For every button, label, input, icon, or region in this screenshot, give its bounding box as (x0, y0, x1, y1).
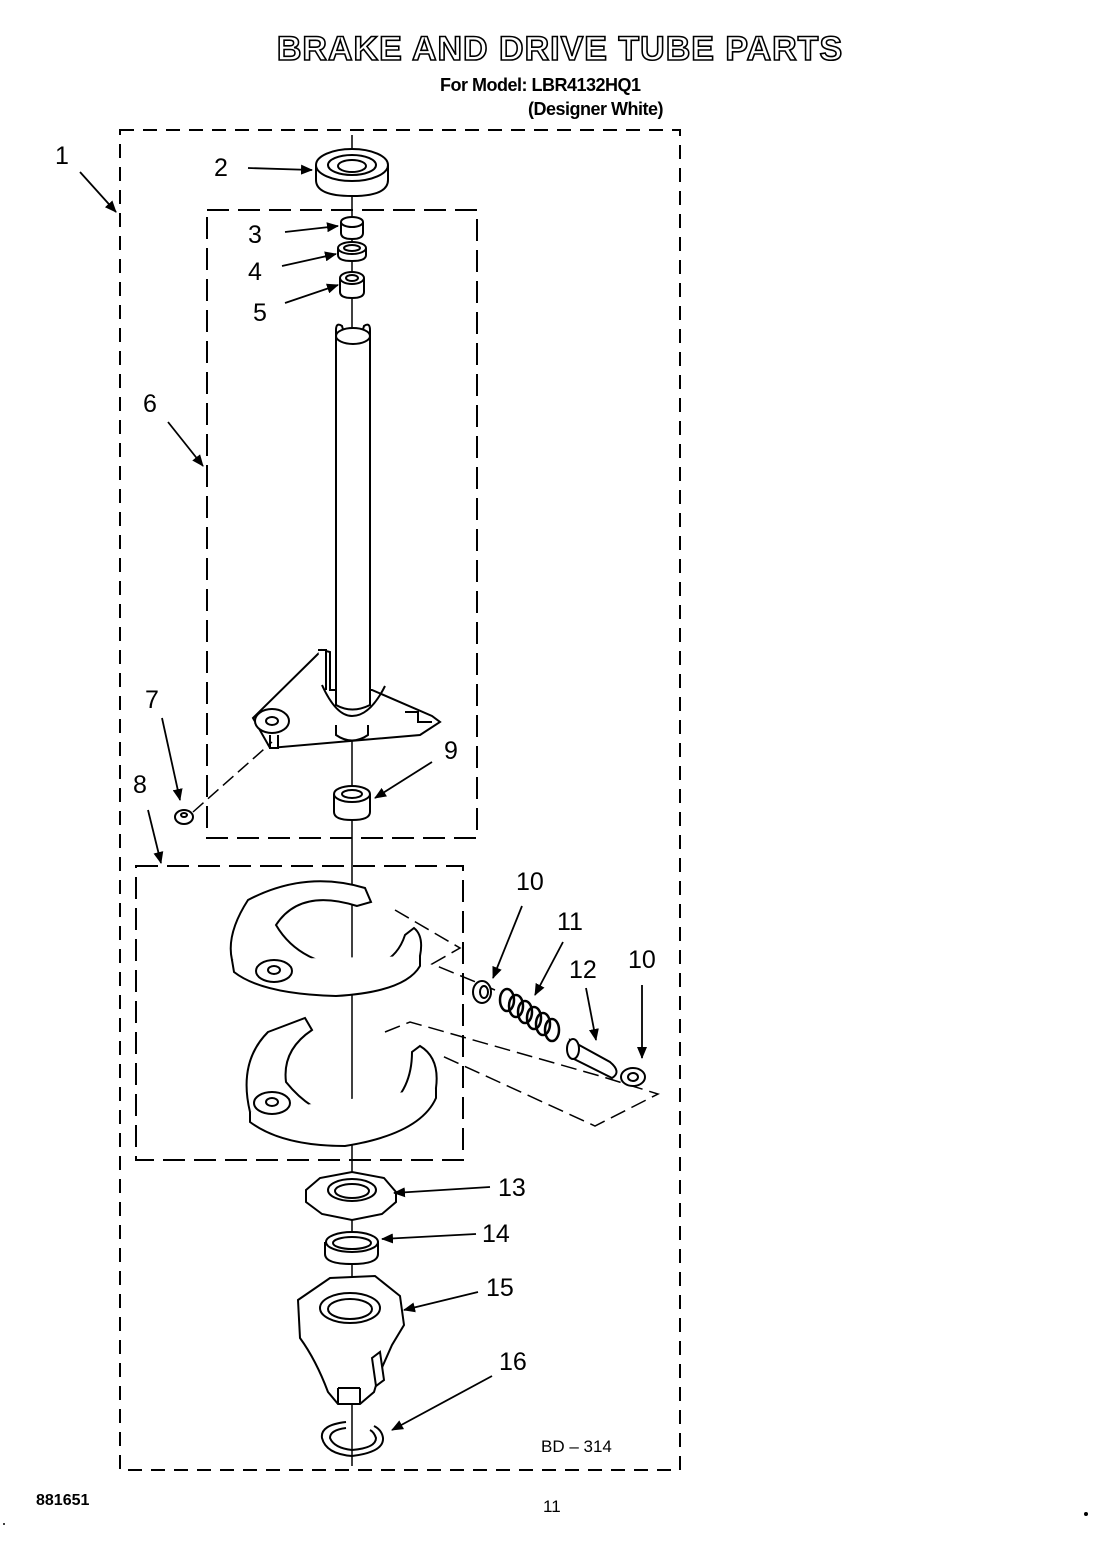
leader-2 (247, 164, 313, 175)
part-brake-shoe-upper (229, 880, 423, 998)
leader-11 (534, 941, 564, 996)
leader-3 (284, 222, 339, 233)
callout-5: 5 (253, 299, 267, 327)
callout-16: 16 (499, 1348, 527, 1376)
leader-6 (167, 421, 204, 467)
leader-1 (79, 171, 117, 213)
callout-2: 2 (214, 154, 228, 182)
part-bearing-3 (340, 216, 364, 241)
callout-10b: 10 (628, 946, 656, 974)
leader-4 (281, 251, 337, 267)
part-spring (498, 987, 561, 1043)
leader-7 (161, 717, 183, 801)
brake-shoe-guide-line-top (394, 909, 496, 991)
part-bearing-5 (339, 271, 365, 300)
part-brake-shoe-lower (245, 1016, 438, 1148)
leader-12 (585, 987, 599, 1041)
callout-6: 6 (143, 390, 157, 418)
part-seal (315, 148, 389, 198)
callout-10a: 10 (516, 868, 544, 896)
callout-11: 11 (557, 908, 583, 936)
model-color: (Designer White) (528, 99, 664, 119)
callout-1: 1 (55, 142, 69, 170)
page-number: 11 (543, 1497, 561, 1516)
assembly-box-outer (119, 129, 681, 1471)
callout-9: 9 (444, 737, 458, 765)
callout-4: 4 (248, 258, 262, 286)
leader-8 (147, 809, 164, 864)
assembly-box-drive-tube (206, 209, 478, 839)
diagram-code: BD – 314 (541, 1437, 612, 1456)
leader-16 (391, 1375, 493, 1431)
callout-7: 7 (145, 686, 159, 714)
part-drive-hub (296, 1274, 406, 1405)
callout-8: 8 (133, 771, 147, 799)
assembly-box-brake (135, 865, 464, 1161)
diagram-title: BRAKE AND DRIVE TUBE PARTS (276, 29, 844, 69)
leader-arrows (79, 164, 647, 1431)
callout-13: 13 (498, 1174, 526, 1202)
leader-5 (284, 283, 339, 304)
callout-12: 12 (569, 956, 597, 984)
part-pin (566, 1038, 618, 1080)
model-number: For Model: LBR4132HQ1 (440, 75, 641, 95)
nut-to-plate-line (192, 741, 273, 813)
part-flange (305, 1170, 397, 1222)
part-washer-10b (620, 1067, 646, 1087)
part-ring (324, 1231, 379, 1266)
leader-9 (374, 761, 433, 799)
leader-15 (403, 1291, 479, 1313)
part-bushing (333, 785, 371, 822)
leader-13 (393, 1186, 491, 1198)
part-washer-4 (337, 241, 367, 263)
part-snap-ring (320, 1421, 384, 1458)
callout-15: 15 (486, 1274, 514, 1302)
part-nut (174, 809, 194, 825)
part-drive-tube (251, 323, 442, 750)
leader-14 (381, 1233, 477, 1244)
callout-3: 3 (248, 221, 262, 249)
leader-10a (492, 905, 523, 979)
speck-mark (3, 1523, 5, 1525)
callout-14: 14 (482, 1220, 510, 1248)
speck-mark (1084, 1512, 1088, 1516)
part-washer-10a (472, 980, 492, 1004)
document-number: 881651 (36, 1492, 90, 1509)
